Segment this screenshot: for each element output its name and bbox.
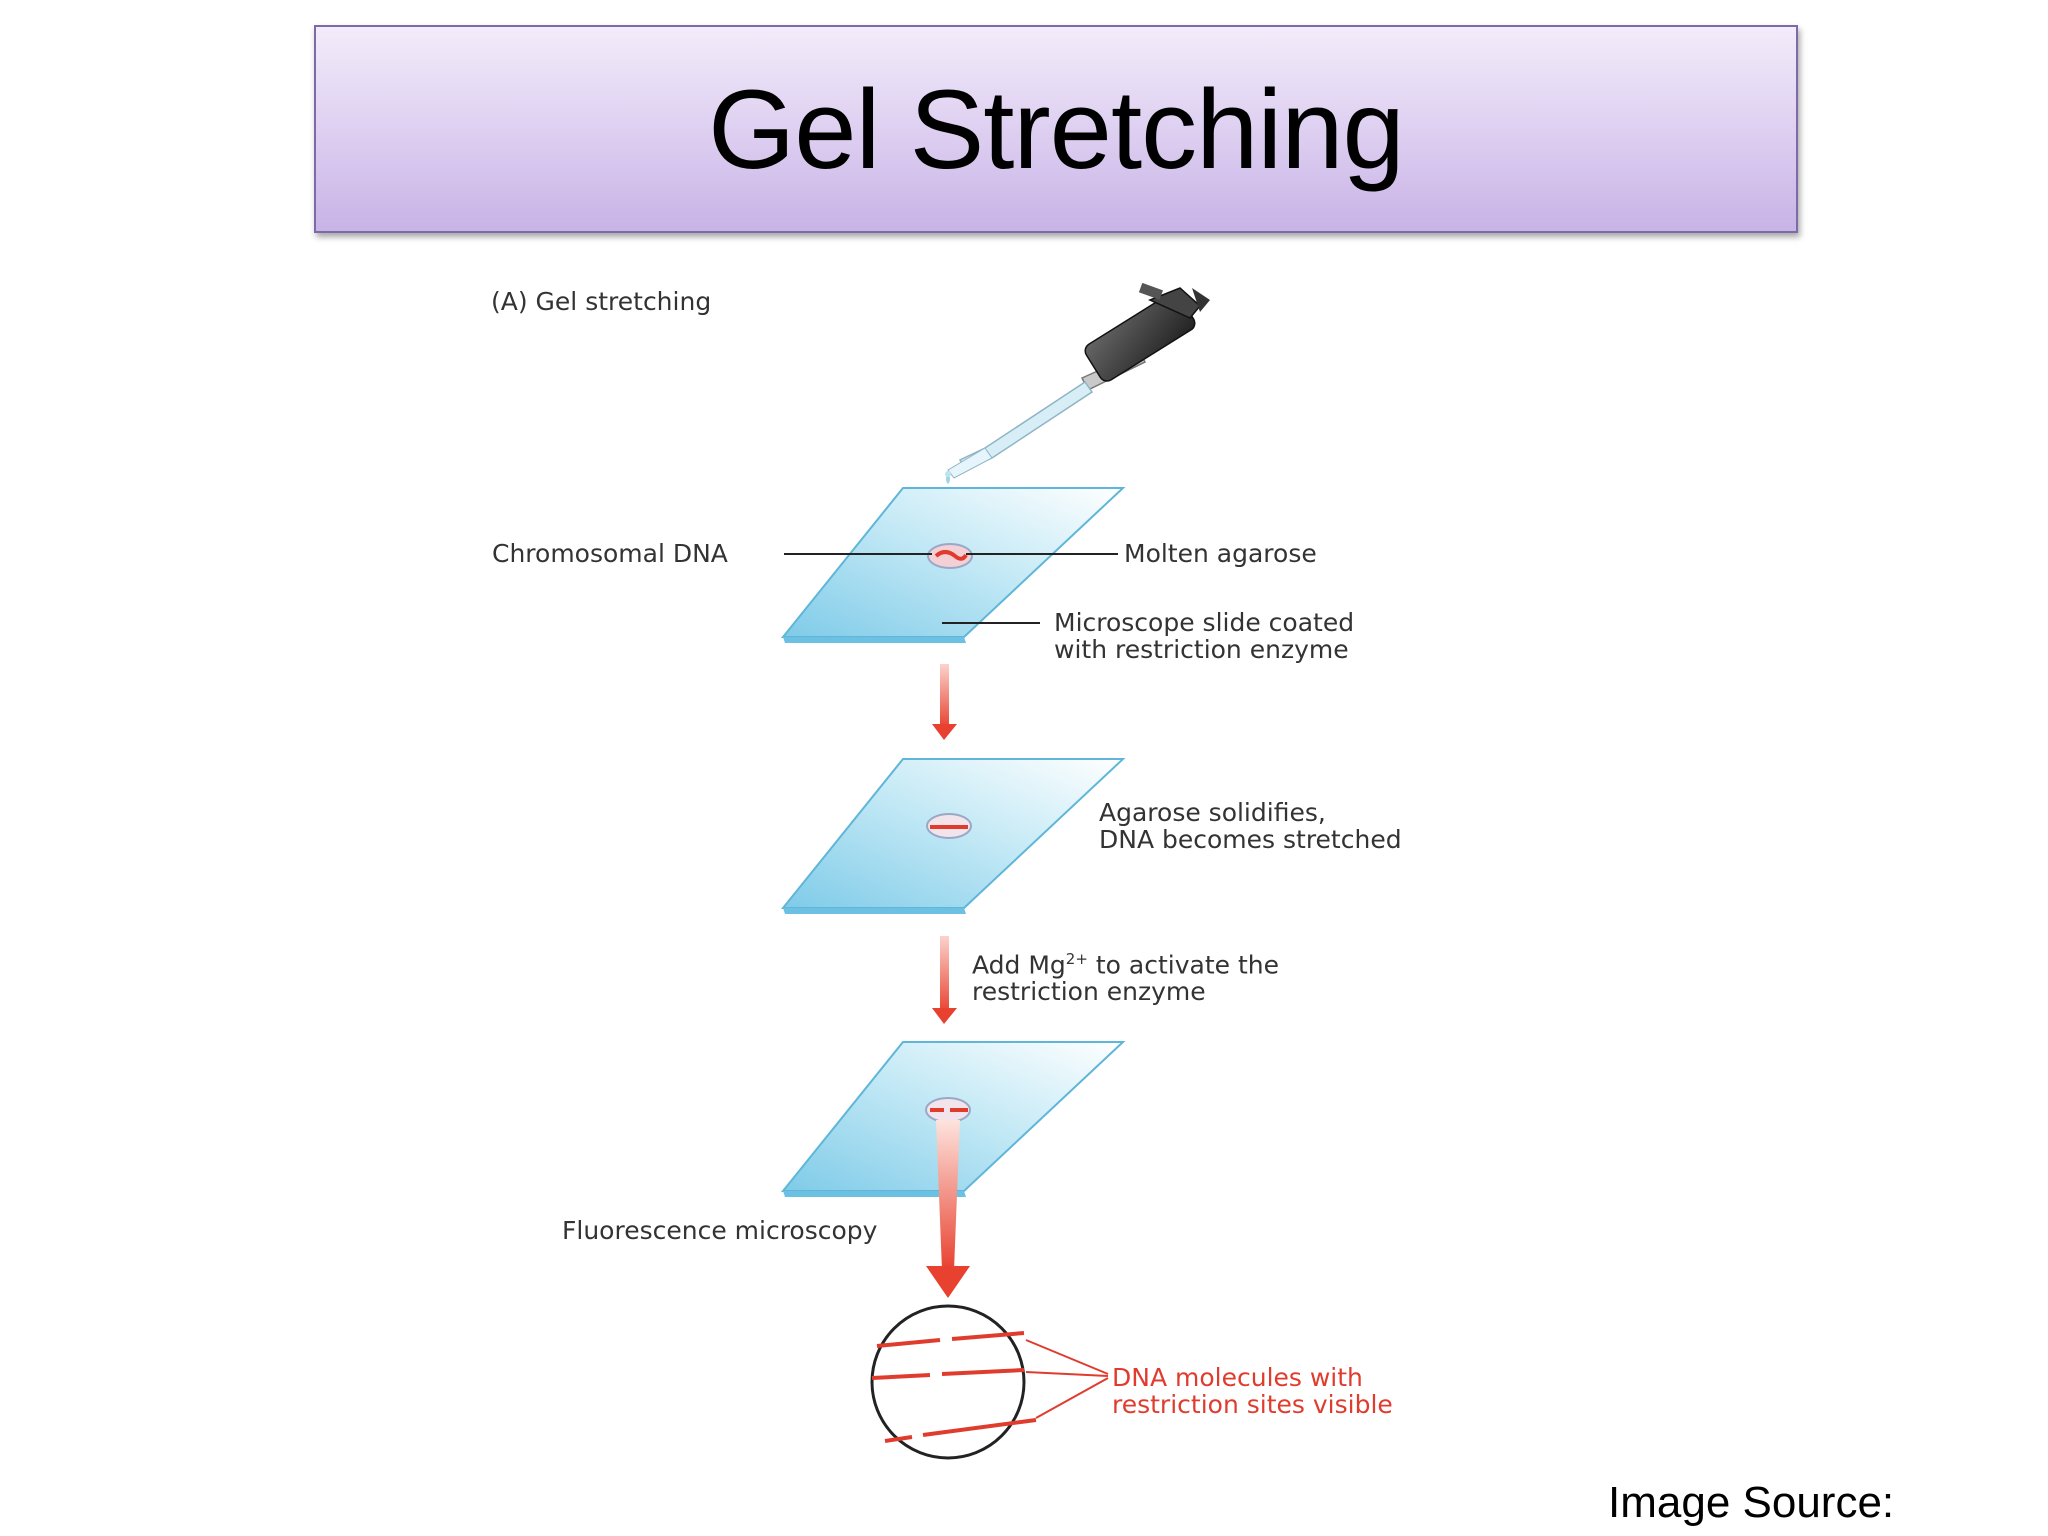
label-add-mg: Add Mg2+ to activate the restriction enz…: [972, 946, 1279, 1005]
label-add-mg-superscript: 2+: [1065, 950, 1088, 968]
label-solidifies-line2: DNA becomes stretched: [1099, 825, 1402, 854]
label-slide-coated-line2: with restriction enzyme: [1054, 635, 1349, 664]
label-add-mg-suffix: to activate the: [1087, 950, 1279, 980]
pipette-icon: [945, 282, 1210, 484]
label-chromosomal-dna: Chromosomal DNA: [492, 539, 728, 568]
microscope-slide-1: [780, 487, 1126, 643]
label-add-mg-prefix: Add Mg: [972, 950, 1066, 980]
label-agarose-solidifies: Agarose solidifies, DNA becomes stretche…: [1099, 799, 1402, 853]
label-slide-coated: Microscope slide coated with restriction…: [1054, 609, 1354, 663]
label-solidifies-line1: Agarose solidifies,: [1099, 798, 1326, 827]
step-arrow-1: [932, 664, 957, 740]
image-source-label: Image Source:: [1608, 1478, 1895, 1527]
panel-label: (A) Gel stretching: [491, 287, 712, 316]
label-dna-molecules-line2: restriction sites visible: [1112, 1390, 1393, 1419]
label-add-mg-line1: Add Mg2+ to activate the: [972, 946, 1279, 978]
step-arrow-2: [932, 936, 957, 1024]
label-dna-molecules: DNA molecules with restriction sites vis…: [1112, 1364, 1393, 1418]
microscopy-view-circle: [870, 1304, 1109, 1460]
label-fluorescence-microscopy: Fluorescence microscopy: [562, 1216, 878, 1245]
microscope-slide-3: [780, 1041, 1126, 1197]
slide-title: Gel Stretching: [708, 66, 1405, 192]
slide-title-box: Gel Stretching: [314, 25, 1798, 233]
label-dna-molecules-line1: DNA molecules with: [1112, 1363, 1363, 1392]
microscope-slide-2: [780, 758, 1126, 914]
label-slide-coated-line1: Microscope slide coated: [1054, 608, 1355, 637]
label-molten-agarose: Molten agarose: [1124, 539, 1317, 568]
fluorescence-beam-arrow: [926, 1120, 970, 1298]
label-add-mg-line2: restriction enzyme: [972, 977, 1206, 1007]
